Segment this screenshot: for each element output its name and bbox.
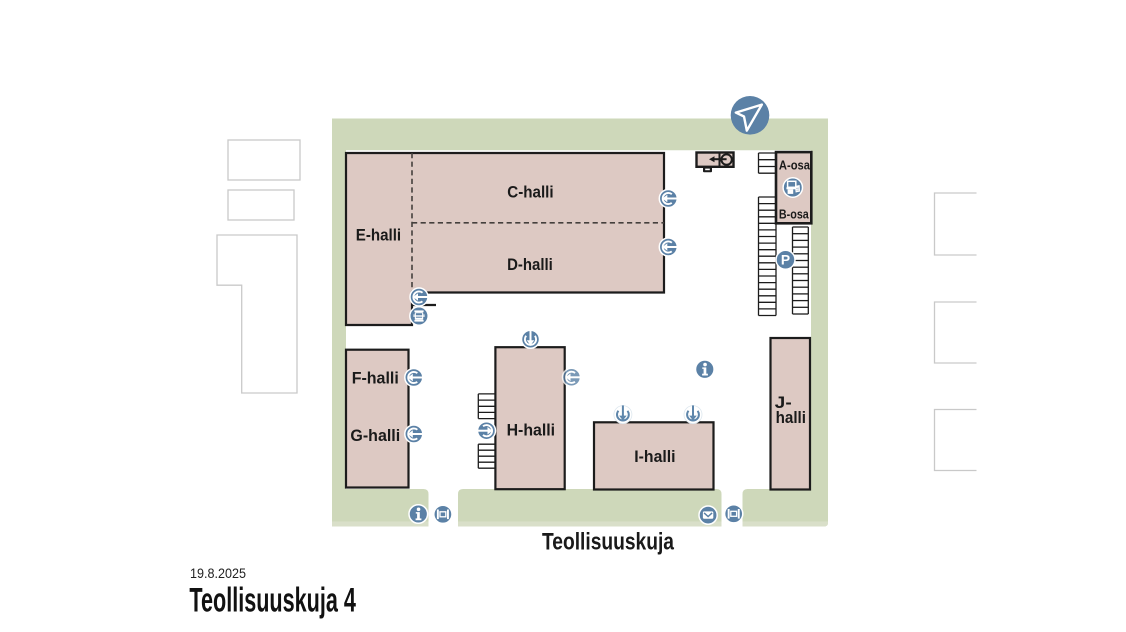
- svg-text:C-halli: C-halli: [507, 182, 553, 201]
- svg-text:I-halli: I-halli: [634, 447, 675, 466]
- svg-text:H-halli: H-halli: [507, 421, 555, 440]
- svg-text:19.8.2025: 19.8.2025: [190, 565, 246, 581]
- svg-text:Teollisuuskuja: Teollisuuskuja: [542, 529, 675, 556]
- svg-text:Teollisuuskuja 4: Teollisuuskuja 4: [189, 582, 356, 620]
- svg-text:A-osa: A-osa: [779, 159, 811, 173]
- svg-text:F-halli: F-halli: [352, 368, 399, 387]
- svg-text:J-: J-: [775, 393, 792, 412]
- svg-text:halli: halli: [776, 408, 806, 427]
- svg-text:D-halli: D-halli: [507, 255, 553, 274]
- svg-text:B-osa: B-osa: [779, 207, 810, 221]
- svg-text:G-halli: G-halli: [350, 426, 400, 445]
- svg-text:E-halli: E-halli: [356, 225, 401, 244]
